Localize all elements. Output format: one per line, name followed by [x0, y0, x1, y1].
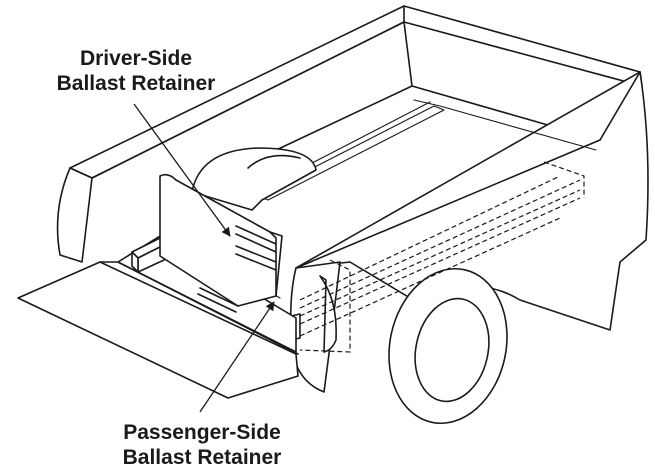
passenger-side-leader-arrow	[199, 301, 275, 413]
rear-tire	[388, 267, 508, 425]
driver-side-leader-arrow	[133, 103, 231, 237]
passenger-side-label-line1: Passenger-Side	[123, 421, 281, 444]
passenger-side-label-line2: Ballast Retainer	[122, 446, 282, 469]
passenger-side-ballast-plate	[159, 173, 283, 313]
driver-side-label-line2: Ballast Retainer	[56, 72, 216, 95]
hidden-ballast-rails	[299, 161, 585, 353]
passenger-side-ballast-retainer-label: Passenger-Side Ballast Retainer	[92, 420, 312, 470]
driver-side-ballast-retainer-label: Driver-Side Ballast Retainer	[36, 46, 236, 96]
driver-side-label-line1: Driver-Side	[79, 47, 193, 70]
spare-tire	[191, 147, 317, 211]
